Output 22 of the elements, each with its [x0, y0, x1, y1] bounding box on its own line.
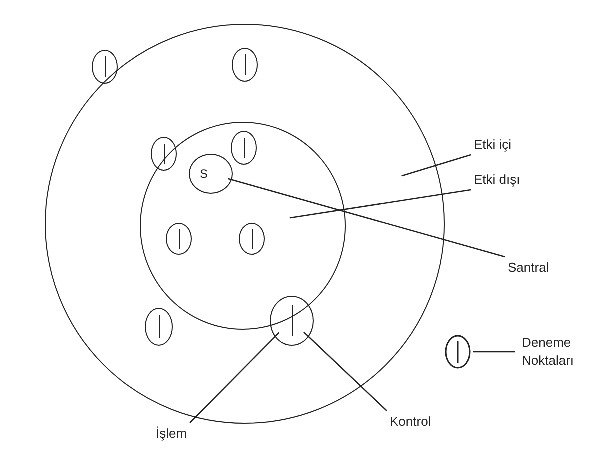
leader-line: [190, 332, 280, 424]
leader-line: [402, 154, 472, 177]
station-letter: S: [200, 167, 208, 181]
leader-line: [290, 189, 472, 219]
trial-point-symbol: [232, 48, 258, 82]
leader-line: [228, 178, 506, 258]
trial-point-symbol: [270, 296, 314, 346]
trial-point-symbol: [231, 131, 257, 165]
trial-point-symbol: [166, 223, 192, 255]
part-label: İşlem: [156, 426, 188, 441]
zone-label: Etki içi: [474, 137, 512, 152]
zone-label: Etki dışı: [474, 172, 520, 187]
inner-circle: [140, 122, 346, 330]
leader-line: [304, 332, 388, 412]
trial-point-symbol: [92, 50, 118, 84]
station-label: Santral: [508, 260, 550, 275]
part-label: Kontrol: [390, 414, 432, 429]
trial-point-symbol: [239, 223, 265, 255]
central-station-circle: [189, 154, 233, 194]
trial-point-symbol: [151, 137, 177, 171]
trial-point-symbol: [144, 308, 172, 346]
legend-label: Deneme Noktaları: [522, 334, 576, 370]
